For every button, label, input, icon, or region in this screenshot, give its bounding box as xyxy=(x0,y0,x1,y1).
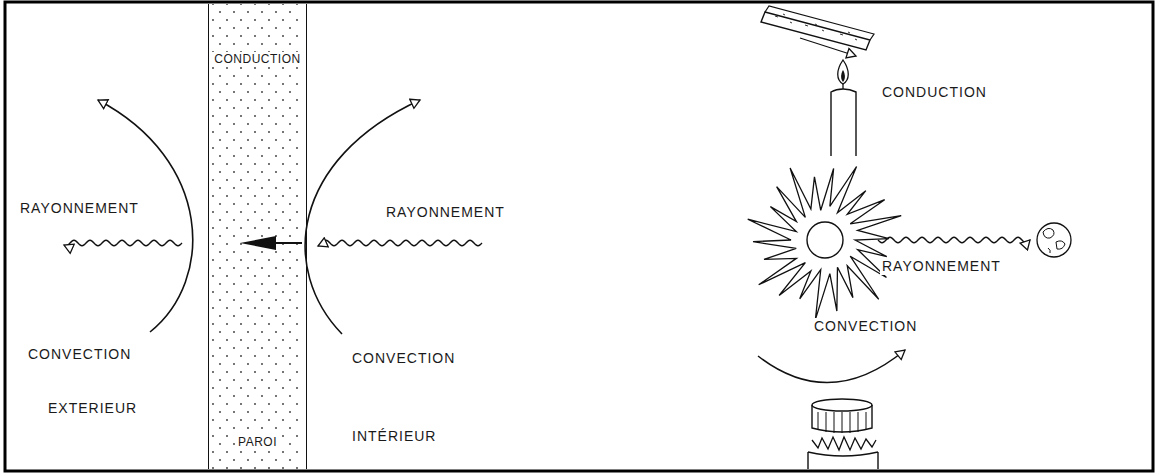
wall-band: CONDUCTION PAROI xyxy=(208,4,307,469)
radiation-label: RAYONNEMENT xyxy=(18,200,141,217)
exterior-label: EXTERIEUR xyxy=(46,400,139,417)
radiation-wave xyxy=(64,240,182,245)
candle xyxy=(831,60,856,156)
frame xyxy=(5,2,1153,471)
convection-label: CONVECTION xyxy=(26,346,133,363)
radiation-label: RAYONNEMENT xyxy=(880,258,1003,275)
wall-label: PAROI xyxy=(236,435,279,449)
heat-flow-arrow xyxy=(800,38,856,56)
wall-heading: CONDUCTION xyxy=(212,52,302,66)
burner xyxy=(808,399,878,469)
radiation-wave xyxy=(318,240,482,246)
conduction-arrow xyxy=(240,236,302,250)
radiation-label: RAYONNEMENT xyxy=(384,204,507,221)
convection-label: CONVECTION xyxy=(350,350,457,367)
sun xyxy=(748,166,901,319)
convection-arrow xyxy=(758,350,905,383)
earth xyxy=(1037,223,1071,257)
conduction-label: CONDUCTION xyxy=(880,84,989,101)
interior-label: INTÉRIEUR xyxy=(350,428,438,445)
convection-label: CONVECTION xyxy=(812,318,919,335)
wall-texture xyxy=(212,4,303,469)
radiation-wave xyxy=(878,237,1030,242)
